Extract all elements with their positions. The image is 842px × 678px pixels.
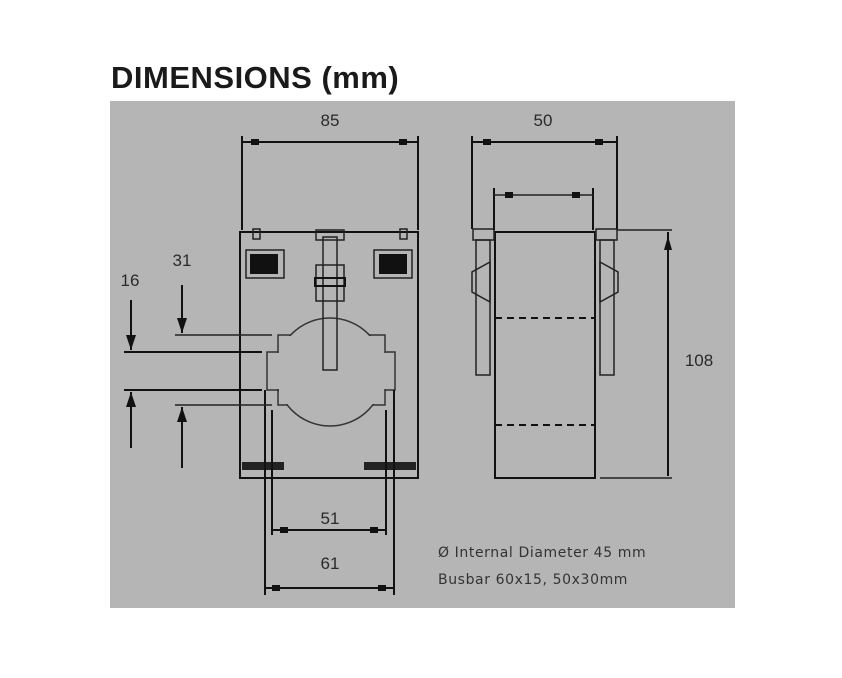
dim-front-width: 85	[321, 111, 340, 130]
window-left-fill	[250, 254, 278, 274]
window-right	[373, 249, 413, 279]
bolt-nut	[314, 277, 346, 287]
note-busbar: Busbar 60x15, 50x30mm	[438, 572, 628, 588]
window-left	[245, 249, 285, 279]
dim-61: 61	[321, 554, 340, 573]
window-right-fill	[379, 254, 407, 274]
dim-side-width: 50	[534, 111, 553, 130]
front-view: 85 16 31 51 61	[121, 111, 419, 595]
clip-right	[599, 260, 619, 304]
side-body	[494, 231, 596, 479]
side-view: 50 108	[471, 111, 713, 479]
dim-51: 51	[321, 509, 340, 528]
foot-right	[364, 462, 416, 470]
page-title: DIMENSIONS (mm)	[111, 60, 400, 95]
bolt-head	[315, 229, 345, 241]
note-internal-diameter: Ø Internal Diameter 45 mm	[438, 545, 646, 561]
top-tab-left	[252, 228, 261, 240]
drawing-panel	[110, 101, 735, 608]
dim-16: 16	[121, 271, 140, 290]
dim-31: 31	[173, 251, 192, 270]
aperture-fill	[268, 319, 394, 425]
dim-height: 108	[685, 351, 713, 370]
foot-left	[242, 462, 284, 470]
clip-left	[471, 260, 491, 304]
front-body	[239, 231, 419, 479]
top-tab-right	[399, 228, 408, 240]
bolt	[322, 236, 338, 371]
